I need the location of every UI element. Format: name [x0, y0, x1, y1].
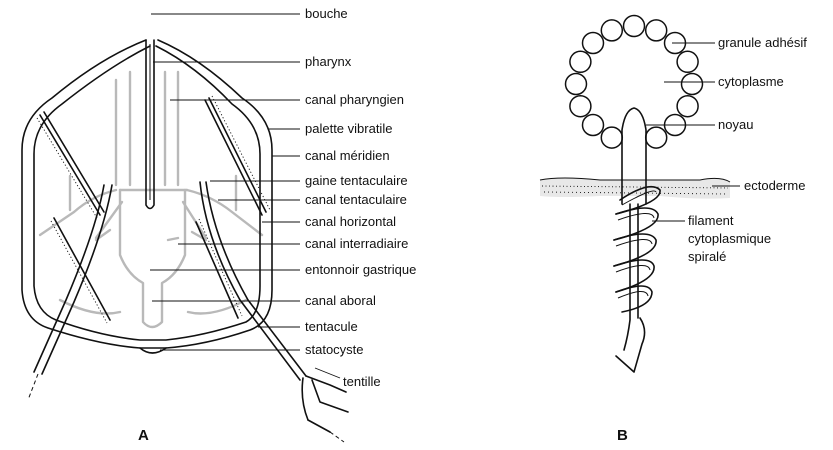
label-canal-pharyngien: canal pharyngien [305, 92, 404, 107]
body-outline [22, 40, 272, 348]
label-gaine-tentaculaire: gaine tentaculaire [305, 173, 408, 188]
label-filament: filament [688, 213, 734, 228]
adhesive-granule [601, 127, 622, 148]
adhesive-granule [646, 20, 667, 41]
label-canal-horizontal: canal horizontal [305, 214, 396, 229]
labels-a: bouche pharynx canal pharyngien palette … [305, 6, 416, 389]
label-canal-interradiaire: canal interradiaire [305, 236, 408, 251]
label-canal-aboral: canal aboral [305, 293, 376, 308]
adhesive-granule [583, 115, 604, 136]
adhesive-granule [646, 127, 667, 148]
label-canal-tentaculaire: canal tentaculaire [305, 192, 407, 207]
label-pharynx: pharynx [305, 54, 352, 69]
adhesive-granule [677, 96, 698, 117]
adhesive-granule [677, 51, 698, 72]
adhesive-granule [570, 51, 591, 72]
label-tentacule: tentacule [305, 319, 358, 334]
label-canal-meridien: canal méridien [305, 148, 390, 163]
panel-label-a: A [138, 427, 149, 444]
gastrovascular-system [40, 72, 262, 327]
label-granule-adhesif: granule adhésif [718, 35, 807, 50]
label-bouche: bouche [305, 6, 348, 21]
label-tentille: tentille [343, 374, 381, 389]
label-entonnoir-gastrique: entonnoir gastrique [305, 262, 416, 277]
label-cytoplasmique: cytoplasmique [688, 231, 771, 246]
adhesive-granule [566, 74, 587, 95]
adhesive-granule [583, 33, 604, 54]
panel-label-b: B [617, 427, 628, 444]
labels-b: granule adhésif cytoplasme noyau ectoder… [688, 35, 807, 264]
label-spirale: spiralé [688, 249, 726, 264]
label-ectoderme: ectoderme [744, 178, 805, 193]
adhesive-granule [570, 96, 591, 117]
label-palette-vibratile: palette vibratile [305, 121, 392, 136]
adhesive-granule [624, 16, 645, 37]
label-noyau: noyau [718, 117, 753, 132]
label-cytoplasme: cytoplasme [718, 74, 784, 89]
label-statocyste: statocyste [305, 342, 364, 357]
spiral-filament [614, 187, 660, 372]
ectoderm-band [540, 178, 730, 199]
adhesive-granule [601, 20, 622, 41]
colloblast-drawing [540, 16, 730, 373]
adhesive-granule [682, 74, 703, 95]
